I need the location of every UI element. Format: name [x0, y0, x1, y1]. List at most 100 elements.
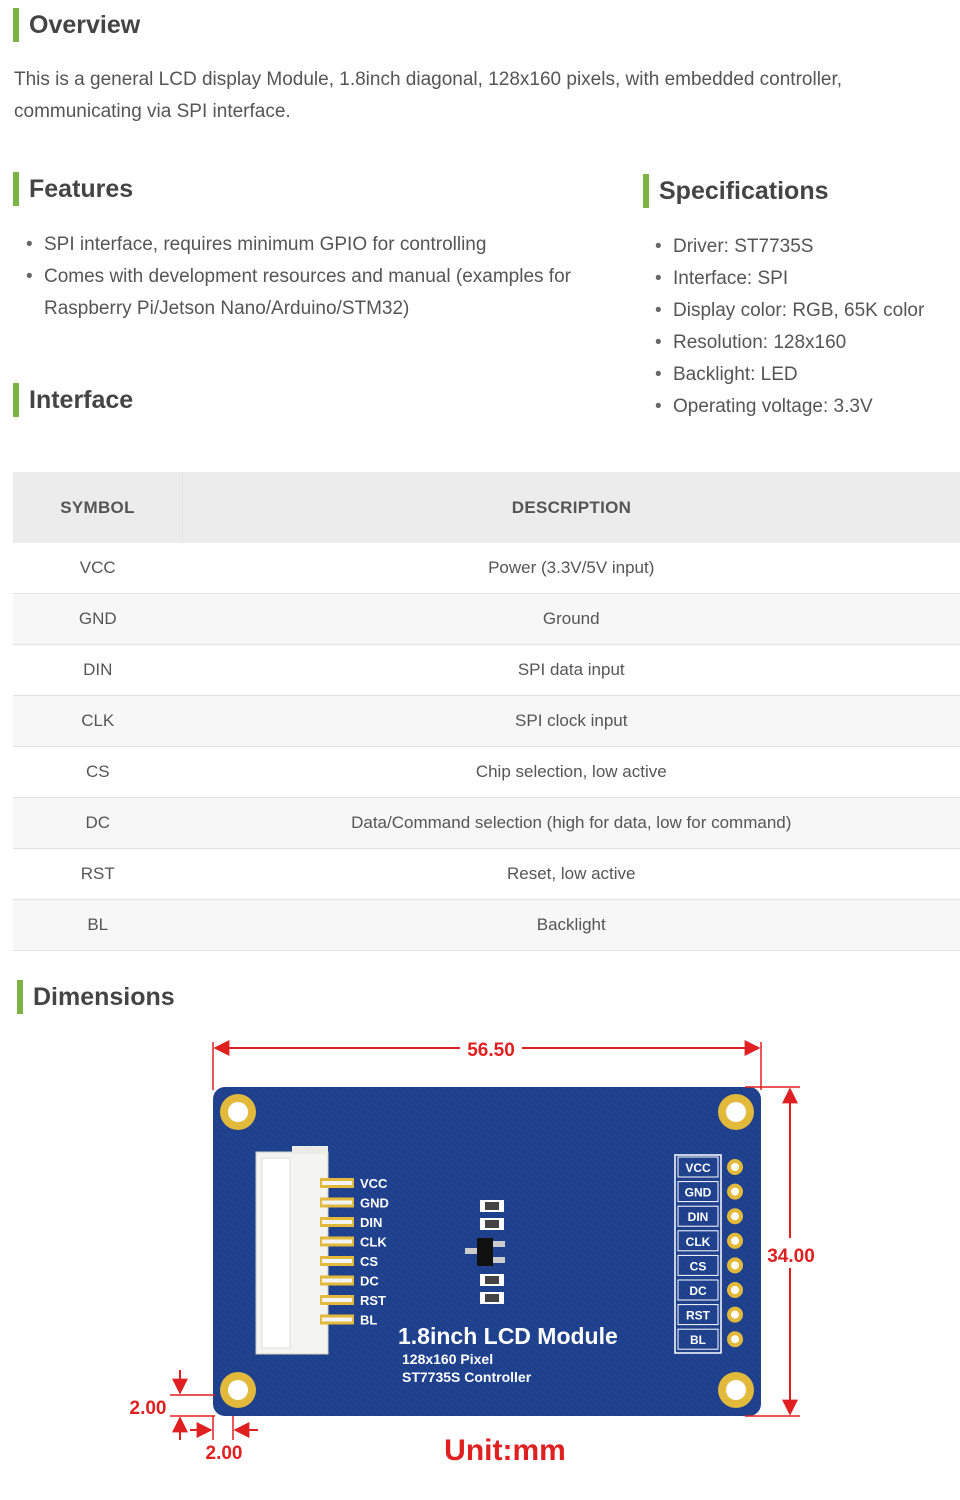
interface-heading: Interface	[13, 383, 133, 417]
left-pin-label: BL	[360, 1313, 377, 1328]
left-pin-label: RST	[360, 1293, 386, 1308]
description-cell: Chip selection, low active	[182, 746, 960, 798]
right-pin-box	[677, 1205, 719, 1227]
column-header-symbol: SYMBOL	[13, 472, 183, 543]
symbol-cell: VCC	[13, 543, 183, 594]
left-pin: CS	[320, 1254, 378, 1269]
features-item-continuation-text: Raspberry Pi/Jetson Nano/Arduino/STM32)	[44, 298, 410, 319]
left-pin: DIN	[320, 1215, 382, 1230]
right-pin-label: BL	[690, 1333, 706, 1347]
column-header-description: DESCRIPTION	[182, 472, 960, 543]
unit-label: Unit:mm	[444, 1434, 566, 1467]
spec-item-voltage: Operating voltage: 3.3V	[643, 391, 958, 423]
specifications-title: Specifications	[659, 177, 829, 205]
interface-title: Interface	[29, 386, 134, 414]
right-pin-frame	[674, 1154, 722, 1354]
left-pin-label: DC	[360, 1274, 379, 1289]
right-pin-label: CS	[690, 1259, 707, 1273]
board-subtitle-pixel: 128x160 Pixel	[402, 1351, 493, 1367]
hole-offset-y-value: 2.00	[130, 1398, 167, 1419]
left-pin-label: CLK	[360, 1235, 387, 1250]
left-pin: DC	[320, 1274, 379, 1289]
symbol-cell: GND	[13, 593, 183, 645]
features-list: SPI interface, requires minimum GPIO for…	[14, 229, 614, 325]
features-item: Comes with development resources and man…	[14, 261, 614, 293]
description-cell: Power (3.3V/5V input)	[182, 543, 960, 594]
left-pin-label: CS	[360, 1254, 378, 1269]
right-pin-hole	[731, 1286, 739, 1294]
overview-title: Overview	[29, 11, 141, 39]
table-header-row: SYMBOL DESCRIPTION	[13, 472, 960, 543]
right-pin-hole	[731, 1335, 739, 1344]
left-pin-lead	[322, 1200, 352, 1205]
right-pin-box	[677, 1254, 719, 1276]
description-cell: Data/Command selection (high for data, l…	[182, 797, 960, 849]
left-pin: RST	[320, 1293, 386, 1308]
right-pin: BL	[677, 1328, 743, 1350]
left-pin-lead	[322, 1220, 352, 1224]
right-pin-hole	[731, 1212, 739, 1221]
right-pin-hole	[731, 1261, 739, 1270]
symbol-cell: BL	[13, 899, 183, 951]
features-heading: Features	[13, 172, 133, 206]
description-cell: Backlight	[182, 899, 960, 951]
mounting-hole	[220, 1372, 256, 1408]
description-cell: Reset, low active	[182, 848, 960, 900]
hole-offset-y-dimension: 2.00	[130, 1370, 215, 1440]
right-pin-hole	[731, 1163, 739, 1171]
hole-offset-x-value: 2.00	[206, 1443, 243, 1464]
symbol-cell: RST	[13, 848, 183, 900]
right-pin: CLK	[677, 1230, 743, 1252]
right-pin-label: DIN	[688, 1210, 709, 1224]
right-pin-box	[677, 1156, 719, 1178]
left-pin-label: DIN	[360, 1215, 382, 1230]
right-pin: DIN	[677, 1205, 743, 1227]
right-pin-box	[677, 1328, 719, 1350]
height-value: 34.00	[767, 1246, 815, 1267]
description-cell: Ground	[182, 593, 960, 645]
right-pin-label: VCC	[685, 1161, 711, 1175]
left-pin-lead	[322, 1181, 352, 1185]
width-value: 56.50	[467, 1040, 515, 1061]
right-pin-hole	[731, 1236, 739, 1245]
width-dimension: 56.50	[212, 1040, 762, 1090]
right-pin: DC	[677, 1279, 743, 1301]
left-pin: GND	[320, 1196, 389, 1211]
left-pin-lead	[322, 1239, 352, 1244]
spec-item-backlight: Backlight: LED	[643, 359, 958, 391]
left-pin-lead	[322, 1298, 352, 1302]
left-pin-lead	[322, 1278, 352, 1283]
spec-item-interface: Interface: SPI	[643, 263, 958, 295]
overview-heading: Overview	[13, 8, 140, 42]
right-pin-box	[677, 1181, 719, 1203]
specifications-list: Driver: ST7735S Interface: SPI Display c…	[643, 231, 958, 423]
right-pin-label: CLK	[686, 1235, 711, 1249]
right-pin-label: DC	[689, 1284, 707, 1298]
symbol-cell: CLK	[13, 695, 183, 747]
right-pin: CS	[677, 1254, 743, 1276]
mounting-hole	[718, 1094, 754, 1130]
left-pin-lead	[322, 1259, 352, 1263]
description-cell: SPI data input	[182, 644, 960, 696]
mounting-hole	[718, 1372, 754, 1408]
height-dimension: 34.00	[745, 1086, 815, 1417]
spec-item-display-color: Display color: RGB, 65K color	[643, 295, 958, 327]
overview-line-2: communicating via SPI interface.	[14, 101, 291, 122]
overview-line-1: This is a general LCD display Module, 1.…	[14, 69, 843, 90]
left-pin: BL	[320, 1313, 377, 1328]
hole-offset-x-dimension: 2.00	[190, 1416, 258, 1464]
left-pin: CLK	[320, 1235, 387, 1250]
right-pin-hole	[731, 1310, 739, 1319]
right-pin: VCC	[677, 1156, 743, 1178]
left-pin-label: GND	[360, 1196, 389, 1211]
features-title: Features	[29, 175, 134, 203]
